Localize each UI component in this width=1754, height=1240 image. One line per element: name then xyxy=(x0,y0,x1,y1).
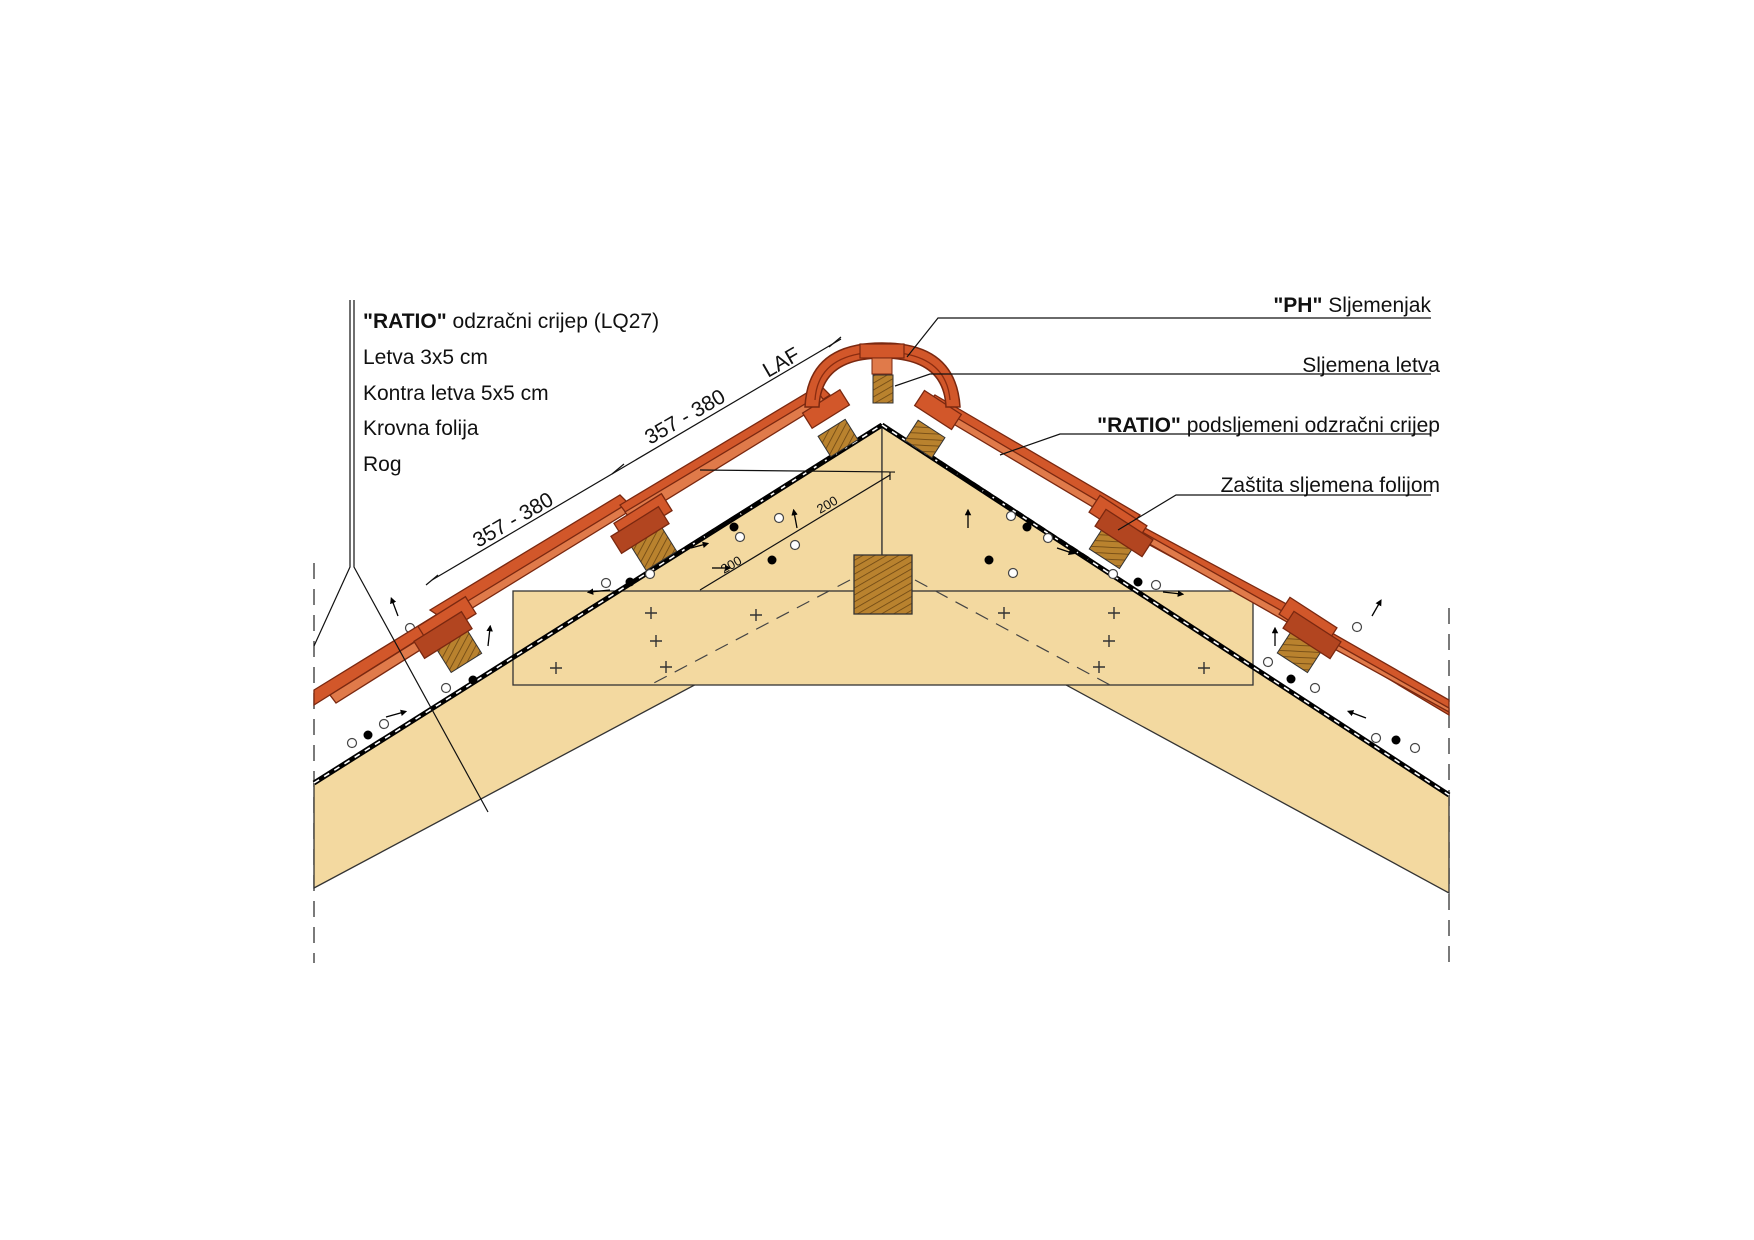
label-rafter: Rog xyxy=(363,453,402,476)
airflow-markers xyxy=(346,508,1421,754)
dim-upper-spacing: 357 - 380 xyxy=(641,385,729,449)
label-batten: Letva 3x5 cm xyxy=(363,346,488,369)
section-boundary-lines xyxy=(313,563,1450,963)
construction-lines xyxy=(649,579,1111,686)
label-ridge-foil: Zaštita sljemena folijom xyxy=(1221,474,1440,497)
dimension-lines xyxy=(425,336,896,591)
batten-left-3 xyxy=(817,418,859,458)
label-ridge-tile: "PH" Sljemenjak xyxy=(1273,294,1431,317)
dim-laf: LAF xyxy=(759,343,804,382)
ridge-batten xyxy=(872,374,894,404)
leader-lines xyxy=(313,300,1431,813)
roof-tiles-right xyxy=(913,389,1450,717)
nail-markers xyxy=(550,607,1210,674)
label-ridge-batten: Sljemena letva xyxy=(1302,354,1440,377)
label-counter-batten: Kontra letva 5x5 cm xyxy=(363,382,549,405)
batten-right-1 xyxy=(904,419,946,459)
label-roof-membrane: Krovna folija xyxy=(363,417,479,440)
roofing-membrane xyxy=(312,422,1451,798)
label-ratio-tile: "RATIO" odzračni crijep (LQ27) xyxy=(363,310,659,333)
battens xyxy=(435,374,1324,674)
ridge-tile xyxy=(804,342,961,408)
roof-tiles-left xyxy=(313,384,851,707)
label-ratio-underridge-tile: "RATIO" podsljemeni odzračni crijep xyxy=(1097,414,1440,437)
ridge-purlin xyxy=(853,554,913,615)
